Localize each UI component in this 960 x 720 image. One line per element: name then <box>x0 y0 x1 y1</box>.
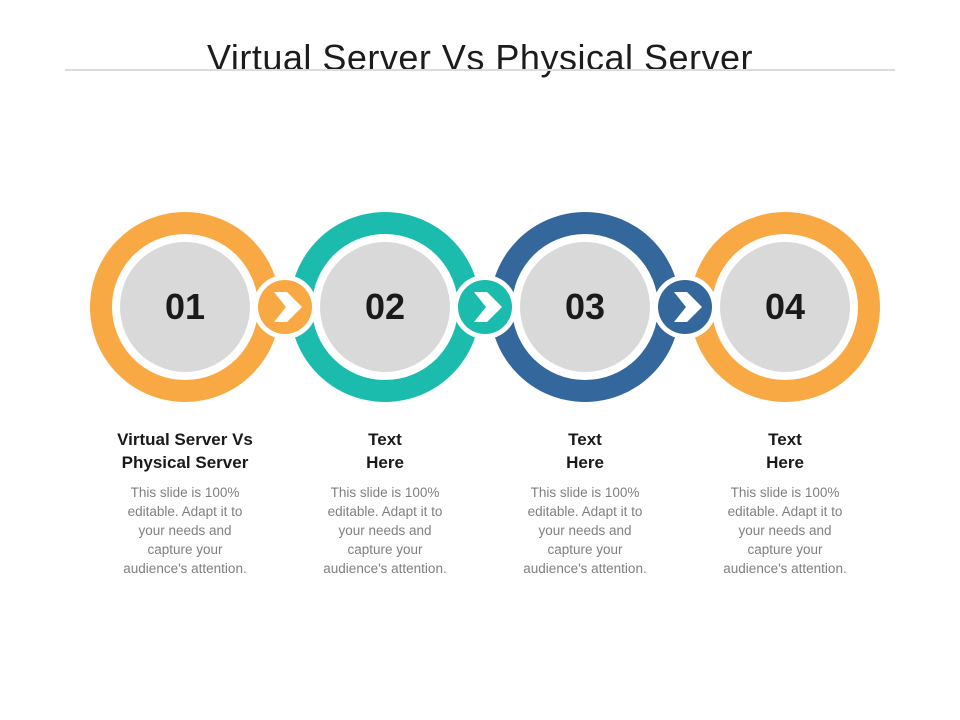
step-circle-4-gap: 04 <box>712 234 858 380</box>
connector-badge-3-fill <box>658 280 712 334</box>
step-text-column-4: Text Here This slide is 100% editable. A… <box>690 428 880 578</box>
step-text-column-1: Virtual Server Vs Physical Server This s… <box>90 428 280 578</box>
step-circle-2-inner: 02 <box>320 242 450 372</box>
step-heading-1: Virtual Server Vs Physical Server <box>117 430 253 472</box>
connector-badge-2-fill <box>458 280 512 334</box>
step-circle-2: 02 <box>290 212 480 402</box>
connector-badge-1 <box>253 275 317 339</box>
step-circle-4-inner: 04 <box>720 242 850 372</box>
chevron-right-icon <box>474 292 502 322</box>
step-circle-3-inner: 03 <box>520 242 650 372</box>
step-circle-3: 03 <box>490 212 680 402</box>
connector-badge-2 <box>453 275 517 339</box>
step-heading-4: Text Here <box>766 430 804 472</box>
step-description-1: This slide is 100% editable. Adapt it to… <box>123 485 247 576</box>
step-text-column-3: Text Here This slide is 100% editable. A… <box>490 428 680 578</box>
chevron-right-icon <box>674 292 702 322</box>
step-circle-4: 04 <box>690 212 880 402</box>
connector-badge-1-fill <box>258 280 312 334</box>
connector-badge-3 <box>653 275 717 339</box>
step-description-2: This slide is 100% editable. Adapt it to… <box>323 485 447 576</box>
step-circle-1-inner: 01 <box>120 242 250 372</box>
step-circle-1: 01 <box>90 212 280 402</box>
slide-title: Virtual Server Vs Physical Server <box>206 37 754 79</box>
step-number-1: 01 <box>164 286 206 327</box>
step-number-2: 02 <box>364 286 406 327</box>
step-description-4: This slide is 100% editable. Adapt it to… <box>723 485 847 576</box>
chevron-right-icon <box>274 292 302 322</box>
step-circle-2-gap: 02 <box>312 234 458 380</box>
step-description-3: This slide is 100% editable. Adapt it to… <box>523 485 647 576</box>
step-heading-2: Text Here <box>366 430 404 472</box>
step-circle-1-gap: 01 <box>112 234 258 380</box>
step-number-3: 03 <box>564 286 606 327</box>
step-heading-3: Text Here <box>566 430 604 472</box>
title-divider <box>65 69 895 71</box>
step-number-4: 04 <box>764 286 806 327</box>
step-circle-3-gap: 03 <box>512 234 658 380</box>
step-text-column-2: Text Here This slide is 100% editable. A… <box>290 428 480 578</box>
